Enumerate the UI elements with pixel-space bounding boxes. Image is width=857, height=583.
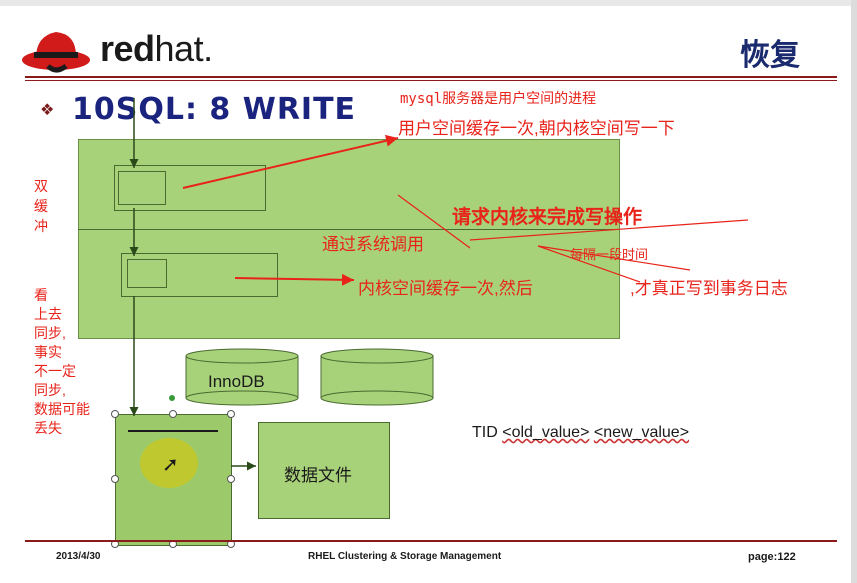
redhat-logo: [22, 32, 90, 73]
data-file-label: 数据文件: [284, 466, 352, 485]
resize-handle-mr[interactable]: [227, 475, 235, 483]
user-buffer-slot: [118, 171, 166, 205]
redhat-wordmark: redhat.: [100, 28, 213, 69]
slide-title: 恢复: [740, 38, 800, 73]
footer-rule: [25, 540, 837, 542]
kernel-buffer: [121, 253, 278, 297]
user-kernel-divider: [78, 229, 618, 230]
resize-handle-tl[interactable]: [111, 410, 119, 418]
window-top-bar: [0, 0, 857, 6]
resize-handle-tr[interactable]: [227, 410, 235, 418]
footer-date: 2013/4/30: [56, 551, 101, 562]
note-interval: 每隔一段时间: [570, 247, 649, 262]
note-looks-sync: 看 上去 同步, 事实 不一定 同步, 数据可能 丢失: [34, 287, 90, 436]
header-rule-thin: [25, 80, 837, 81]
note-double-buffer: 双 缓 冲: [34, 178, 48, 234]
resize-handle-ml[interactable]: [111, 475, 119, 483]
window-right-border: [851, 0, 857, 583]
user-buffer: [114, 165, 266, 211]
note-commit-log: ,才真正写到事务日志: [630, 279, 788, 298]
note-syscall: 通过系统调用: [322, 235, 424, 254]
shape-line: [128, 430, 218, 432]
data-file-box: [258, 422, 390, 519]
innodb-disk: [185, 348, 299, 406]
buffer-box: [78, 139, 620, 339]
kernel-buffer-slot: [127, 259, 167, 288]
slide-heading: 10SQL: 8 WRITE: [72, 92, 357, 127]
resize-handle-tm[interactable]: [169, 410, 177, 418]
tid-format: TID <old_value> <new_value>: [472, 424, 690, 441]
header-rule: [25, 76, 837, 78]
note-kernel-cache: 内核空间缓存一次,然后: [358, 279, 533, 298]
note-request-kernel: 请求内核来完成写操作: [452, 207, 643, 228]
mouse-cursor: ➚: [162, 454, 179, 476]
footer-page: page:122: [748, 551, 796, 563]
rotate-handle[interactable]: [169, 395, 175, 401]
footer-course: RHEL Clustering & Storage Management: [308, 551, 502, 562]
bullet-icon: ❖: [40, 102, 55, 119]
secondary-disk: [320, 348, 434, 406]
note-user-cache: 用户空间缓存一次,朝内核空间写一下: [398, 119, 675, 138]
note-mysql-process: mysql服务器是用户空间的进程: [400, 91, 597, 107]
innodb-label: InnoDB: [208, 372, 265, 391]
cursor-highlight: [140, 438, 198, 488]
